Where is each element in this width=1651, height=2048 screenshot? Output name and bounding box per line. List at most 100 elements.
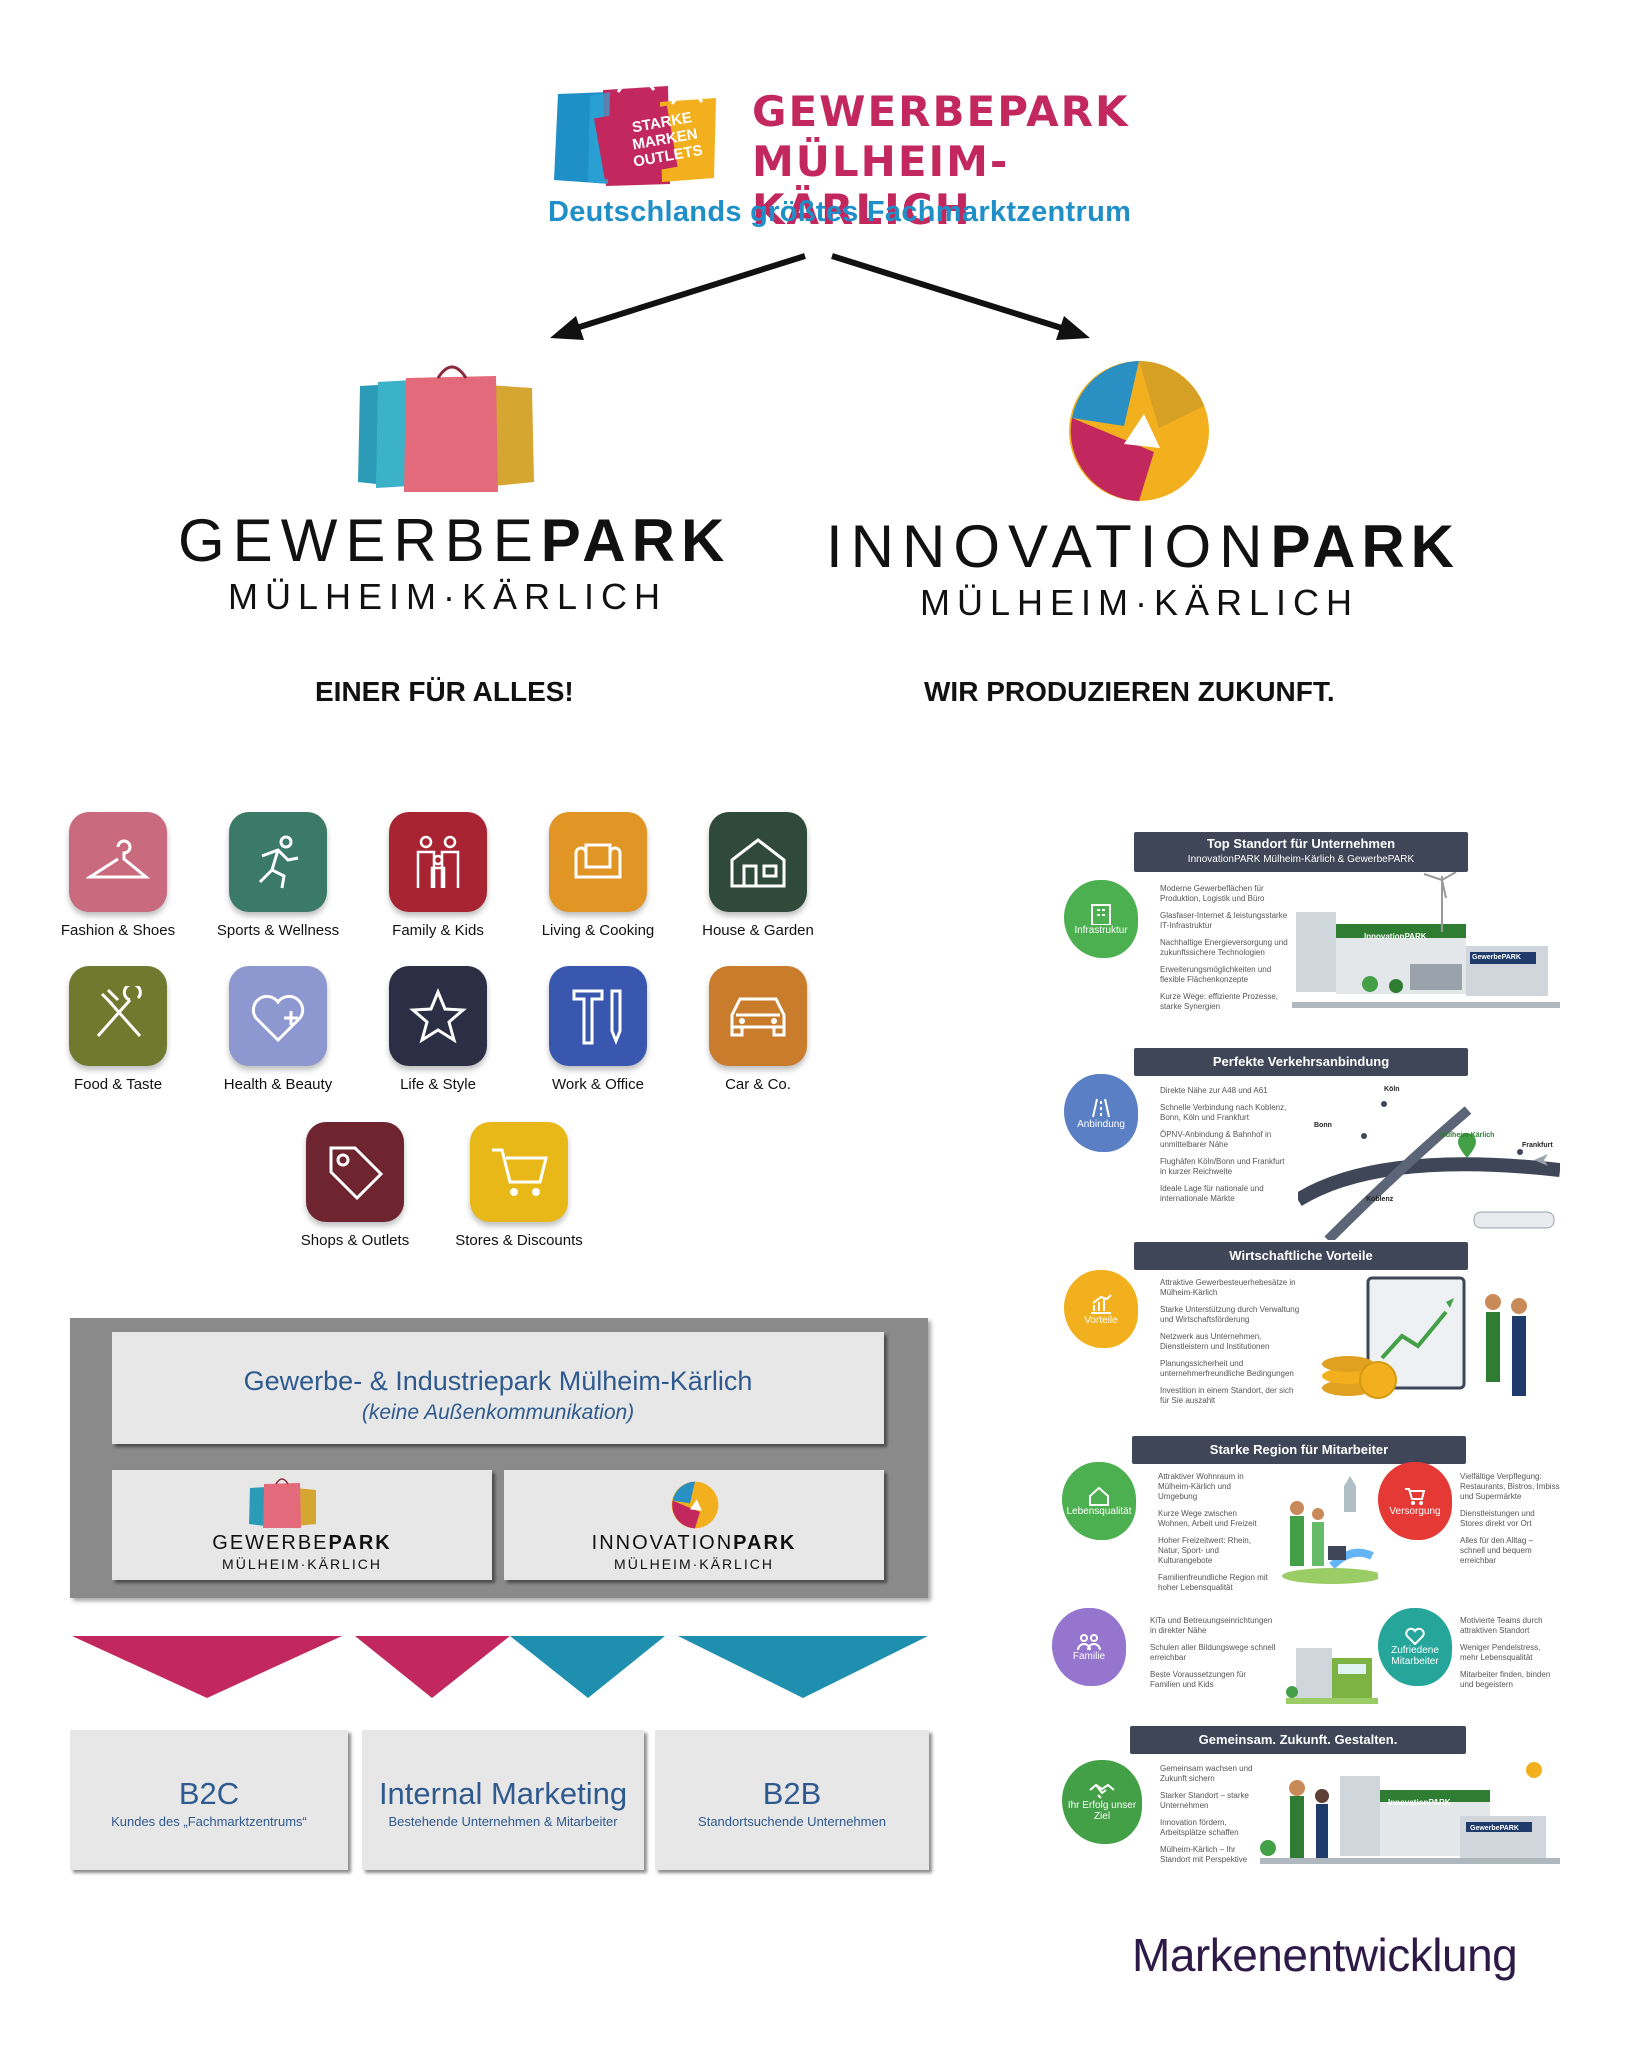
audience-b2c-box: B2C Kundes des „Fachmarktzentrums“ [70,1730,348,1870]
innovationpark-wordmark: INNOVATIONPARK [826,513,1461,580]
location-infographic: Top Standort für Unternehmen InnovationP… [1052,820,1560,1870]
audience-internal-box: Internal Marketing Bestehende Unternehme… [362,1730,644,1870]
lebensqualitaet-list: Attraktiver Wohnraum in Mülheim-Kärlich … [1158,1472,1268,1592]
heart-plus-icon [229,966,327,1066]
road-icon [1092,1098,1110,1117]
gewerbepark-box: GEWERBEPARK MÜLHEIM·KÄRLICH [112,1470,492,1580]
gewerbepark-wordmark: GEWERBEPARK [178,507,731,574]
tools-icon [549,966,647,1066]
cart-icon [470,1122,568,1222]
category-car-co: Car & Co. [678,966,838,1093]
building-icon [1091,903,1111,925]
band-wirtschaftliche-vorteile: Wirtschaftliche Vorteile [1134,1242,1468,1270]
sign-gewerbepark: GewerbePARK [1472,954,1521,961]
versorgung-list: Vielfältige Verpflegung: Restaurants, Bi… [1460,1472,1560,1565]
category-family-kids: Family & Kids [358,812,518,939]
business-park-illustration [1292,872,1560,1008]
category-shops-outlets: Shops & Outlets [275,1122,435,1249]
category-stores-discounts: Stores & Discounts [439,1122,599,1249]
split-arrows [550,253,1090,340]
map-label-koblenz: Koblenz [1366,1196,1394,1203]
header-subtitle: Deutschlands größtes Fachmarktzentrum [548,196,1132,228]
price-tag-icon [306,1122,404,1222]
blob-infrastruktur: Infrastruktur [1064,880,1138,958]
mini-innovationpark-wordmark: INNOVATIONPARK [591,1532,797,1554]
category-living-cooking: Living & Cooking [518,812,678,939]
chart-up-icon [1091,1293,1112,1314]
arrow-left [569,253,806,333]
industriepark-title: Gewerbe- & Industriepark Mülheim-Kärlich [243,1366,753,1396]
band-verkehrsanbindung: Perfekte Verkehrsanbindung [1134,1048,1468,1076]
house-icon [709,812,807,912]
band-gemeinsam-zukunft: Gemeinsam. Zukunft. Gestalten. [1130,1726,1466,1754]
innovationpark-logo-icon [1069,361,1209,501]
runner-icon [229,812,327,912]
infographic-header-band: Top Standort für Unternehmen InnovationP… [1134,832,1468,872]
future-park-illustration [1260,1762,1560,1864]
structure-frame: Gewerbe- & Industriepark Mülheim-Kärlich… [70,1318,928,1598]
sign-innovationpark-2: InnovationPARK [1388,1798,1451,1807]
audience-b2b-box: B2B Standortsuchende Unternehmen [655,1730,929,1870]
category-fashion-shoes: Fashion & Shoes [38,812,198,939]
header-title-line1: GEWERBEPARK [752,87,1130,136]
anbindung-list: Direkte Nähe zur A48 und A61 Schnelle Ve… [1160,1086,1287,1203]
sign-gewerbepark-2: GewerbePARK [1470,1825,1519,1832]
industriepark-box: Gewerbe- & Industriepark Mülheim-Kärlich… [112,1332,884,1444]
car-icon [709,966,807,1066]
cart-small-icon [1405,1487,1426,1505]
blob-versorgung: Versorgung [1378,1462,1452,1540]
school-illustration [1286,1648,1378,1704]
blob-ihr-erfolg: Ihr Erfolg unser Ziel [1062,1760,1142,1844]
category-health-beauty: Health & Beauty [198,966,358,1093]
category-life-style: Life & Style [358,966,518,1093]
header-logo-bags: STARKE MARKEN OUTLETS [548,72,748,192]
map-label-muelheim: Mülheim-Kärlich [1440,1132,1495,1139]
arrow-right [831,253,1069,333]
family-icon [389,812,487,912]
erfolg-list: Gemeinsam wachsen und Zukunft sichern St… [1160,1764,1253,1864]
footer-title: Markenentwicklung [1132,1929,1518,1981]
gewerbepark-bags-icon [358,365,534,492]
blob-lebensqualitaet: Lebensqualität [1062,1462,1136,1540]
blob-anbindung: Anbindung [1064,1074,1138,1152]
mini-shopping-bags-icon [249,1478,316,1528]
audience-funnels [72,1636,928,1698]
blob-familie: Familie [1052,1608,1126,1686]
map-label-koeln: Köln [1384,1086,1400,1093]
star-icon [389,966,487,1066]
people-icon [1077,1633,1101,1650]
category-sports-wellness: Sports & Wellness [198,812,358,939]
map-label-frankfurt: Frankfurt [1522,1142,1553,1149]
vorteile-list: Attraktive Gewerbesteuerhebesätze in Mül… [1160,1278,1300,1405]
category-work-office: Work & Office [518,966,678,1093]
mini-gewerbepark-wordmark: GEWERBEPARK [212,1532,392,1554]
funnel-internal-right [510,1636,665,1698]
home-icon [1089,1486,1109,1506]
blob-vorteile: Vorteile [1064,1270,1138,1348]
cutlery-icon [69,966,167,1066]
gewerbepark-slogan: EINER FÜR ALLES! [315,676,574,707]
hanger-icon [69,812,167,912]
innovationpark-box: INNOVATIONPARK MÜLHEIM·KÄRLICH [504,1470,884,1580]
category-house-garden: House & Garden [678,812,838,939]
innovationpark-city: MÜLHEIM·KÄRLICH [920,582,1360,623]
family-walk-illustration [1282,1476,1378,1584]
sign-innovationpark: InnovationPARK [1364,932,1427,941]
infrastruktur-list: Moderne Gewerbeflächen für Produktion, L… [1160,884,1288,1011]
mini-innovationpark-logo-icon [671,1481,719,1529]
economy-illustration [1322,1276,1527,1399]
blob-zufriedene-mitarbeiter: Zufriedene Mitarbeiter [1378,1608,1452,1686]
handshake-icon [1089,1783,1115,1799]
traffic-map-illustration [1298,1101,1560,1240]
innovationpark-slogan: WIR PRODUZIEREN ZUKUNFT. [924,676,1335,707]
arrow-left-head [550,316,584,340]
arrow-right-head [1056,316,1090,340]
heart-icon [1405,1627,1425,1645]
category-food-taste: Food & Taste [38,966,198,1093]
familie-list: KiTa und Betreuungseinrichtungen in dire… [1150,1616,1276,1689]
band-starke-region: Starke Region für Mitarbeiter [1132,1436,1466,1464]
armchair-icon [549,812,647,912]
funnel-internal-left [355,1636,510,1698]
shopping-bags-icon [554,77,716,186]
industriepark-note: (keine Außenkommunikation) [361,1401,635,1424]
